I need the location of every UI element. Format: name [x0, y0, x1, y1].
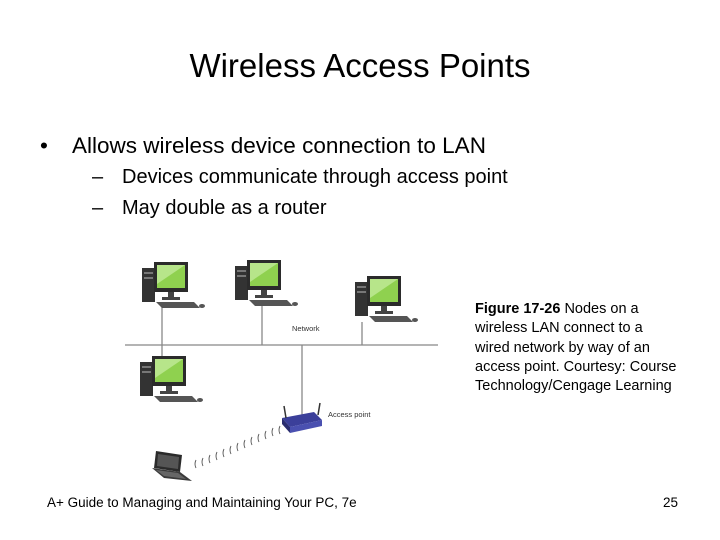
figure-number: Figure 17-26	[475, 301, 561, 317]
desktop-computer-icon	[140, 356, 203, 402]
network-figure: Network Access point	[120, 250, 440, 495]
sub-bullet-item: – Devices communicate through access poi…	[92, 162, 700, 193]
access-point-icon	[282, 402, 322, 433]
figure-caption: Figure 17-26 Nodes on a wireless LAN con…	[475, 300, 680, 396]
desktop-computer-icon	[142, 262, 205, 308]
desktop-computer-icon	[355, 276, 418, 322]
access-point-label: Access point	[328, 410, 371, 419]
sub-bullet-item: – May double as a router	[92, 193, 700, 224]
dash-icon: –	[92, 166, 104, 188]
bullet-dot-icon: •	[40, 133, 48, 158]
page-number: 25	[662, 495, 678, 510]
dash-icon: –	[92, 197, 104, 219]
desktop-computer-icon	[235, 260, 298, 306]
wireless-signal-icon	[194, 425, 281, 469]
sub-bullet-text: May double as a router	[122, 197, 327, 219]
slide-title: Wireless Access Points	[189, 47, 531, 84]
laptop-icon	[152, 451, 192, 481]
network-label: Network	[292, 324, 320, 333]
bullet-list: • Allows wireless device connection to L…	[40, 130, 700, 224]
footer-book-title: A+ Guide to Managing and Maintaining You…	[47, 495, 357, 510]
bullet-text: Allows wireless device connection to LAN	[72, 133, 486, 158]
sub-bullet-text: Devices communicate through access point	[122, 166, 508, 188]
figure-caption-text: Nodes on a wireless LAN connect to a wir…	[475, 301, 677, 395]
bullet-item: • Allows wireless device connection to L…	[40, 130, 700, 162]
